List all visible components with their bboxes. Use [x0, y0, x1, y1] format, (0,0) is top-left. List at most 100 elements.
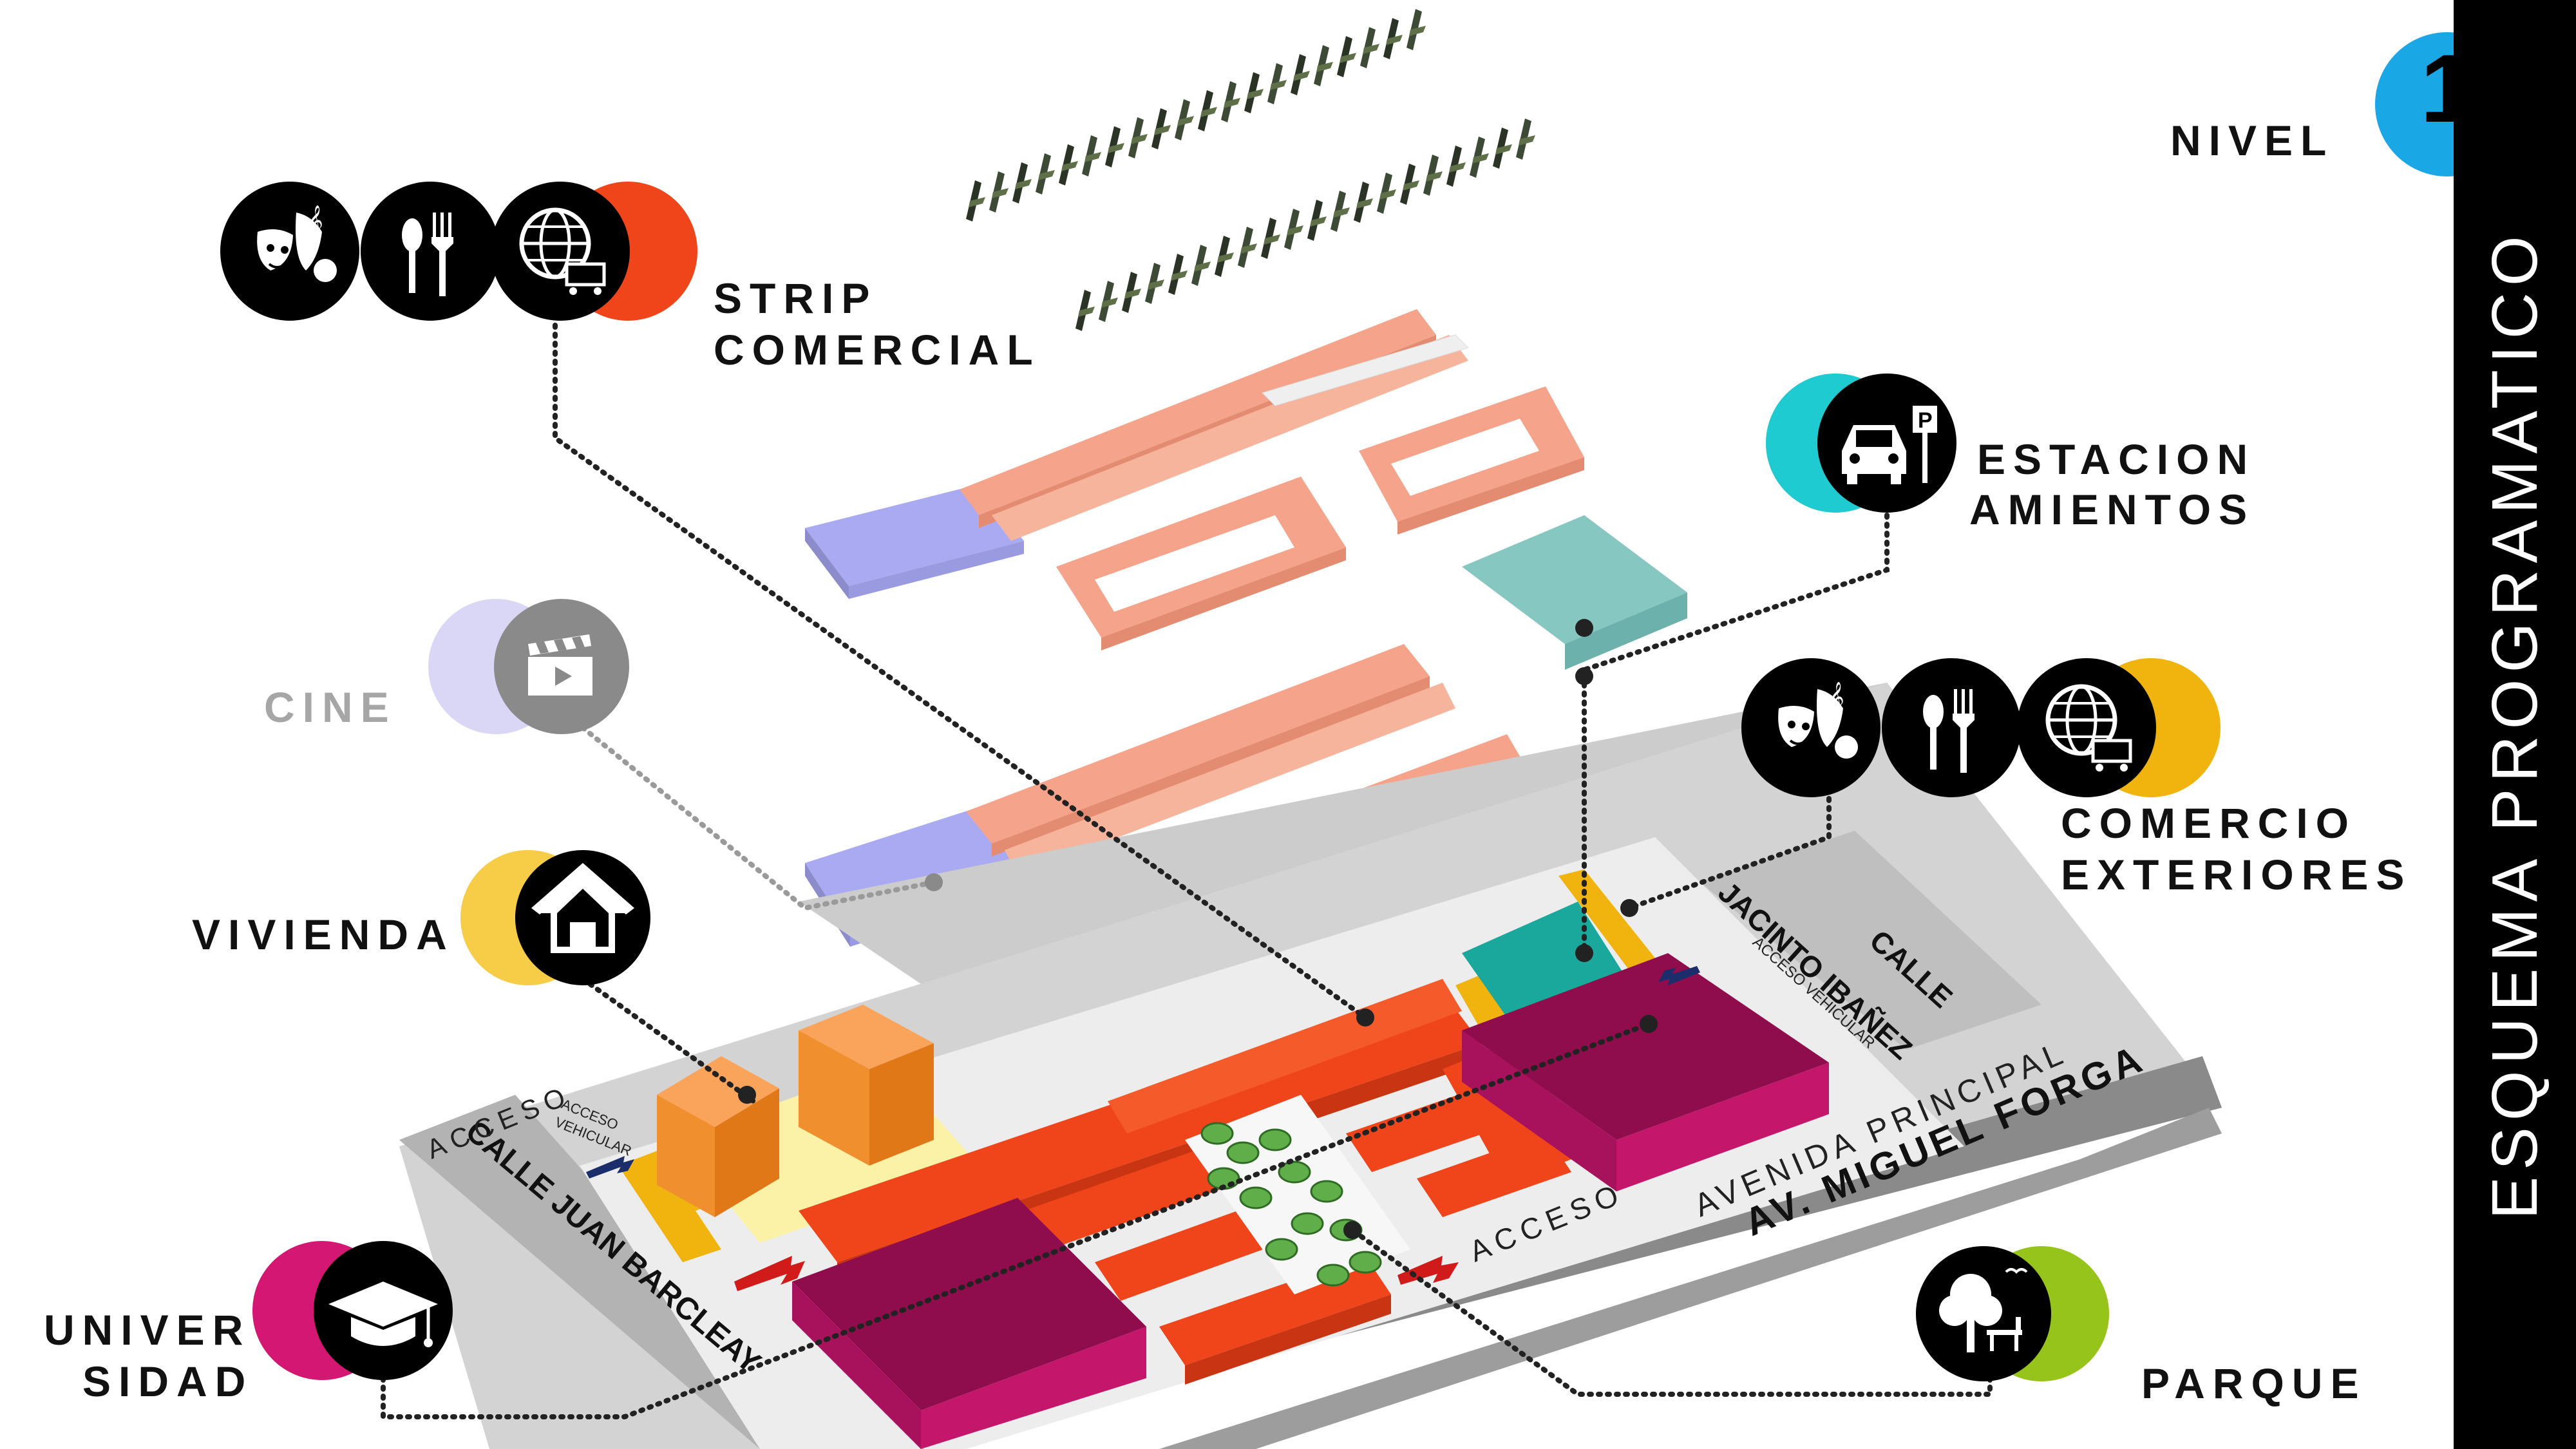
tree-branch	[1131, 134, 1148, 144]
exterior-label-line2: EXTERIORES	[2061, 851, 2412, 898]
park-tree	[1239, 1186, 1273, 1209]
exterior-label-line1: COMERCIO	[2061, 799, 2356, 847]
tree-branch	[1403, 180, 1419, 191]
cinema-icon-group	[428, 599, 629, 734]
tree-branch	[1224, 98, 1240, 108]
leader-park	[1350, 1227, 1993, 1397]
tree-branch	[1264, 234, 1280, 245]
tree-branch	[1293, 71, 1310, 81]
tree-branch	[1379, 189, 1396, 200]
housing-tower-2	[799, 1005, 934, 1166]
tree-branch	[969, 197, 985, 207]
park-tree	[1265, 1238, 1298, 1261]
leader-strip	[553, 323, 1368, 1020]
tree-branch	[1449, 162, 1466, 173]
tree-branch	[1078, 307, 1095, 317]
dining-icon	[1882, 658, 2021, 797]
tree-branch	[1519, 135, 1535, 146]
upper-strip-bar-2	[992, 335, 1468, 541]
tree-branch	[1333, 207, 1350, 218]
upper-walkway	[1262, 334, 1469, 406]
access-arrow-south	[1397, 1256, 1459, 1285]
tree-branch	[1177, 116, 1194, 126]
vehicle-arrow-west	[586, 1156, 634, 1179]
tree-branch	[1154, 125, 1171, 135]
tree-branch	[1200, 107, 1217, 117]
tree-branch	[1171, 270, 1188, 281]
university-block-west-roof	[792, 1198, 1146, 1410]
dining-icon	[361, 182, 500, 321]
park-label: PARQUE	[2141, 1359, 2367, 1407]
park-tree	[1291, 1212, 1324, 1235]
exterior-commerce-right	[1558, 869, 1662, 979]
parking-label-line1: ESTACION	[1977, 435, 2256, 483]
tree-branch	[1270, 80, 1287, 90]
tree-branch	[1038, 170, 1055, 180]
tree-branch	[1217, 252, 1234, 263]
tree-branch	[1240, 243, 1257, 254]
access-arrow-west	[734, 1256, 805, 1291]
vehicle-arrow-east	[1658, 966, 1700, 985]
university-block-east-roof	[1462, 953, 1829, 1140]
upper-cinema-block	[805, 484, 1024, 586]
housing-label: VIVIENDA	[192, 911, 455, 958]
car-parking-icon: P	[1817, 374, 1956, 513]
tree-branch	[1148, 279, 1164, 290]
upper-parking-deck	[1462, 515, 1687, 644]
theater-icon: 𝄞	[220, 182, 359, 321]
leader-cinema	[580, 725, 936, 911]
park-tree	[1316, 1264, 1350, 1287]
tree-branch	[1426, 171, 1443, 182]
park-tree	[1349, 1251, 1382, 1274]
tree-branch	[1340, 53, 1356, 63]
leader-exterior	[1627, 796, 1832, 911]
park-tree	[1310, 1180, 1343, 1203]
tree-branch	[1409, 26, 1426, 36]
svg-text:𝄞: 𝄞	[308, 205, 323, 236]
tree-branch	[1316, 62, 1333, 72]
housing-icon-group	[460, 850, 650, 985]
graduation-cap-icon	[314, 1241, 453, 1380]
leader-university	[381, 1021, 1651, 1419]
tree-branch	[1247, 89, 1264, 99]
strip-icon-group: 𝄞	[220, 182, 697, 321]
tree-branch	[1287, 225, 1303, 236]
svg-text:𝄞: 𝄞	[1829, 682, 1844, 713]
tree-branch	[1356, 198, 1373, 209]
tree-branch	[1101, 298, 1118, 308]
svg-text:P: P	[1918, 408, 1933, 433]
upper-floor-plate	[805, 309, 1687, 670]
parking-label-line2: AMIENTOS	[1969, 486, 2255, 533]
tree-branch	[1061, 161, 1078, 171]
university-label-line1: UNIVER	[44, 1306, 251, 1354]
university-label-line2: SIDAD	[82, 1358, 254, 1405]
tree-branch	[1015, 179, 1032, 189]
level-word: NIVEL	[2170, 117, 2334, 164]
park-tree	[1226, 1141, 1260, 1164]
theater-icon: 𝄞	[1741, 658, 1880, 797]
street-jacinto	[1700, 831, 2041, 1050]
tree-branch	[1084, 152, 1101, 162]
leader-lines	[381, 323, 1993, 1419]
sidebar-title: ESQUEMA PROGRAMATICO	[2479, 229, 2551, 1220]
tree-branch	[1194, 261, 1211, 272]
tree-branch	[1495, 144, 1512, 155]
leader-parking	[1582, 513, 1889, 956]
middle-strip-bar-2	[1005, 683, 1455, 876]
park-tree	[1278, 1160, 1311, 1184]
clapperboard-icon	[494, 599, 629, 734]
tree-branch	[992, 188, 1009, 198]
online-shopping-icon	[2017, 658, 2156, 797]
park-tree	[1200, 1122, 1234, 1145]
tree-branch	[1386, 35, 1403, 45]
strip-label-line2: COMERCIAL	[714, 326, 1041, 374]
strip-label-line1: STRIP	[714, 274, 878, 322]
tree-branch	[1124, 289, 1141, 299]
tree-branch	[1472, 153, 1489, 164]
tree-row-upper	[966, 9, 1426, 222]
exterior-icon-group: 𝄞	[1741, 658, 2221, 797]
middle-strip-bar-1	[966, 644, 1430, 844]
tree-branch	[1108, 143, 1124, 153]
online-shopping-icon	[491, 182, 630, 321]
house-icon	[515, 850, 650, 985]
